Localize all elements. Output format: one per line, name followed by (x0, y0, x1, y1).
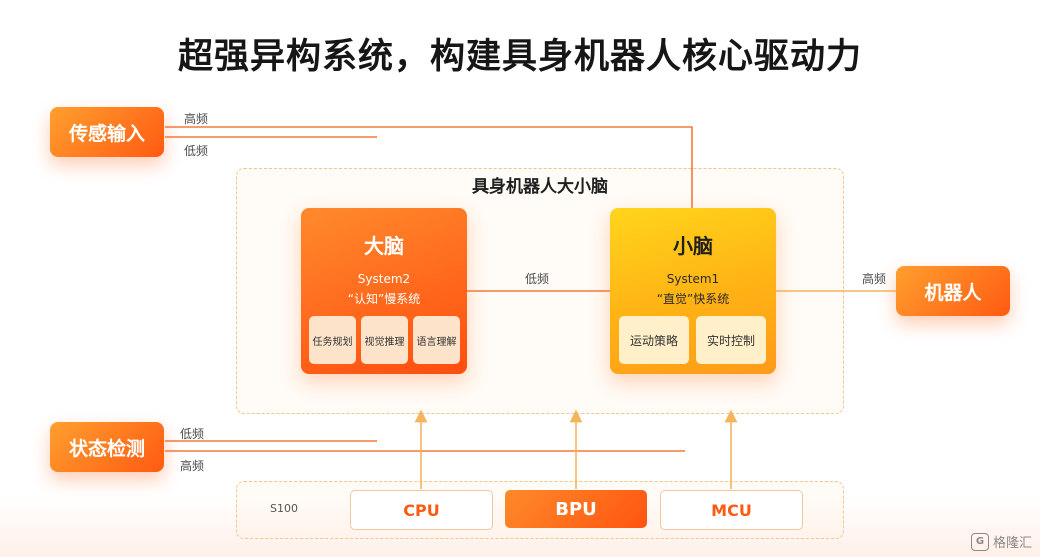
freq-robot-high: 高频 (862, 272, 887, 286)
status-detect-node: 状态检测 (50, 422, 164, 472)
line-sensor-high-to-small-brain (165, 126, 693, 208)
big-brain-system: System2 (357, 272, 411, 286)
sensor-input-node: 传感输入 (50, 107, 164, 157)
small-brain-system: System1 (666, 272, 720, 286)
watermark: G 格隆汇 (970, 532, 1032, 551)
small-brain-card: 小脑 System1 “直觉”快系统 运动策略 实时控制 (610, 208, 776, 374)
chip-motion-policy: 运动策略 (619, 316, 689, 364)
robot-node: 机器人 (896, 266, 1010, 316)
small-brain-desc: “直觉”快系统 (656, 292, 730, 306)
freq-sensor-low: 低频 (184, 144, 209, 158)
s100-label: S100 (270, 502, 298, 515)
freq-status-low: 低频 (180, 427, 205, 441)
cpu-block: CPU (350, 490, 493, 530)
bpu-block: BPU (505, 490, 647, 528)
watermark-logo-icon: G (970, 532, 989, 551)
mcu-block: MCU (660, 490, 803, 530)
chip-realtime-control: 实时控制 (696, 316, 766, 364)
chip-task-planning: 任务规划 (309, 316, 356, 364)
big-brain-card: 大脑 System2 “认知”慢系统 任务规划 视觉推理 语言理解 (301, 208, 467, 374)
big-brain-desc: “认知”慢系统 (347, 292, 421, 306)
freq-brain-link: 低频 (525, 272, 550, 286)
freq-status-high: 高频 (180, 459, 205, 473)
small-brain-title: 小脑 (673, 234, 713, 258)
brain-region-title: 具身机器人大小脑 (472, 177, 608, 197)
page-title: 超强异构系统，构建具身机器人核心驱动力 (177, 37, 862, 77)
freq-sensor-high: 高频 (184, 112, 209, 126)
big-brain-title: 大脑 (364, 234, 404, 258)
chip-language-understanding: 语言理解 (413, 316, 460, 364)
chip-visual-reasoning: 视觉推理 (361, 316, 408, 364)
watermark-text: 格隆汇 (992, 536, 1032, 551)
